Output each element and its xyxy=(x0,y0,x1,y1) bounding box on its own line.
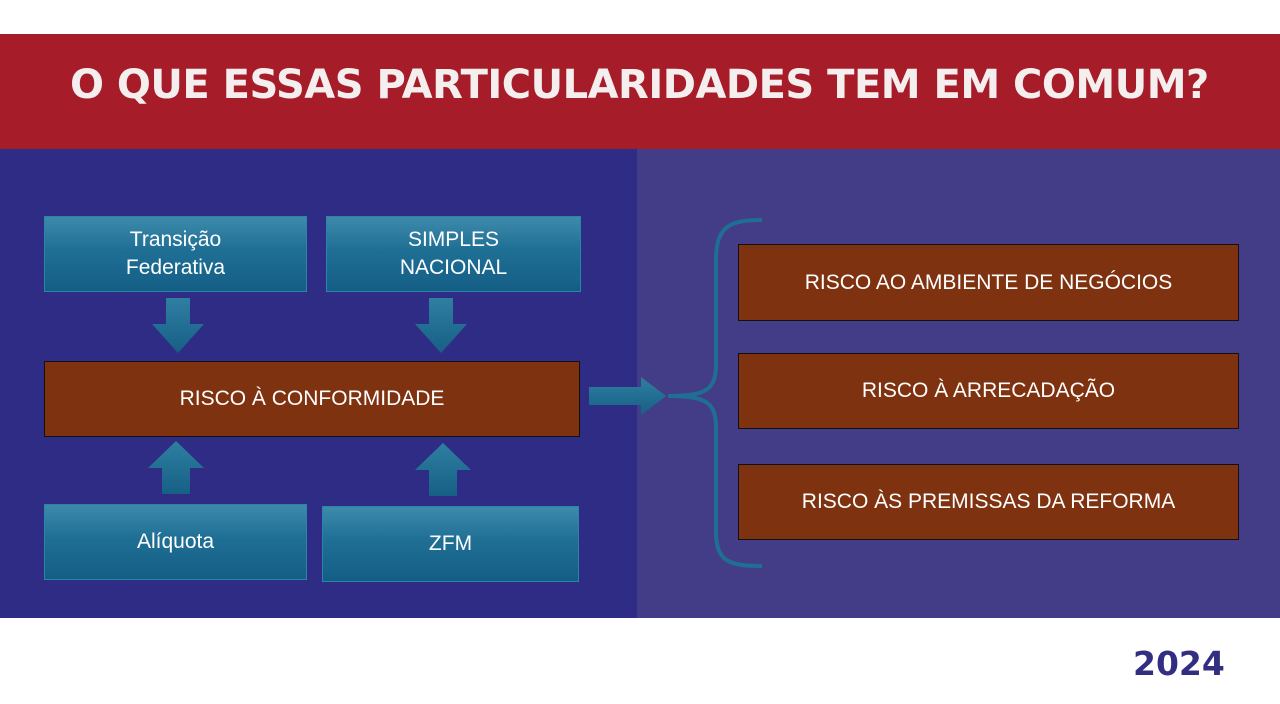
input-box-aliquota: Alíquota xyxy=(44,504,307,580)
up-arrow-left xyxy=(148,441,204,494)
curly-brace xyxy=(667,218,763,568)
outcome-box-arrecadacao: RISCO À ARRECADAÇÃO xyxy=(738,353,1239,429)
up-arrow-right xyxy=(415,443,471,496)
center-box-risco-conformidade: RISCO À CONFORMIDADE xyxy=(44,361,580,437)
outcome-box-premissas-reforma: RISCO ÀS PREMISSAS DA REFORMA xyxy=(738,464,1239,540)
input-box-line: Federativa xyxy=(125,256,226,279)
input-box-zfm: ZFM xyxy=(322,506,579,582)
input-box-line: SIMPLES xyxy=(407,227,500,251)
input-box-transicao-federativa: Transição Federativa xyxy=(44,216,307,292)
input-box-line: Transição xyxy=(129,227,222,251)
right-arrow xyxy=(589,377,666,415)
outcome-box-ambiente-negocios: RISCO AO AMBIENTE DE NEGÓCIOS xyxy=(738,244,1239,321)
down-arrow-left xyxy=(152,298,204,353)
title-bar xyxy=(0,34,1280,149)
down-arrow-right xyxy=(415,298,467,353)
input-box-simples-nacional: SIMPLES NACIONAL xyxy=(326,216,581,292)
year-label: 2024 xyxy=(1133,644,1225,683)
input-box-line: NACIONAL xyxy=(399,256,508,279)
slide-title: O QUE ESSAS PARTICULARIDADES TEM EM COMU… xyxy=(70,62,1209,108)
